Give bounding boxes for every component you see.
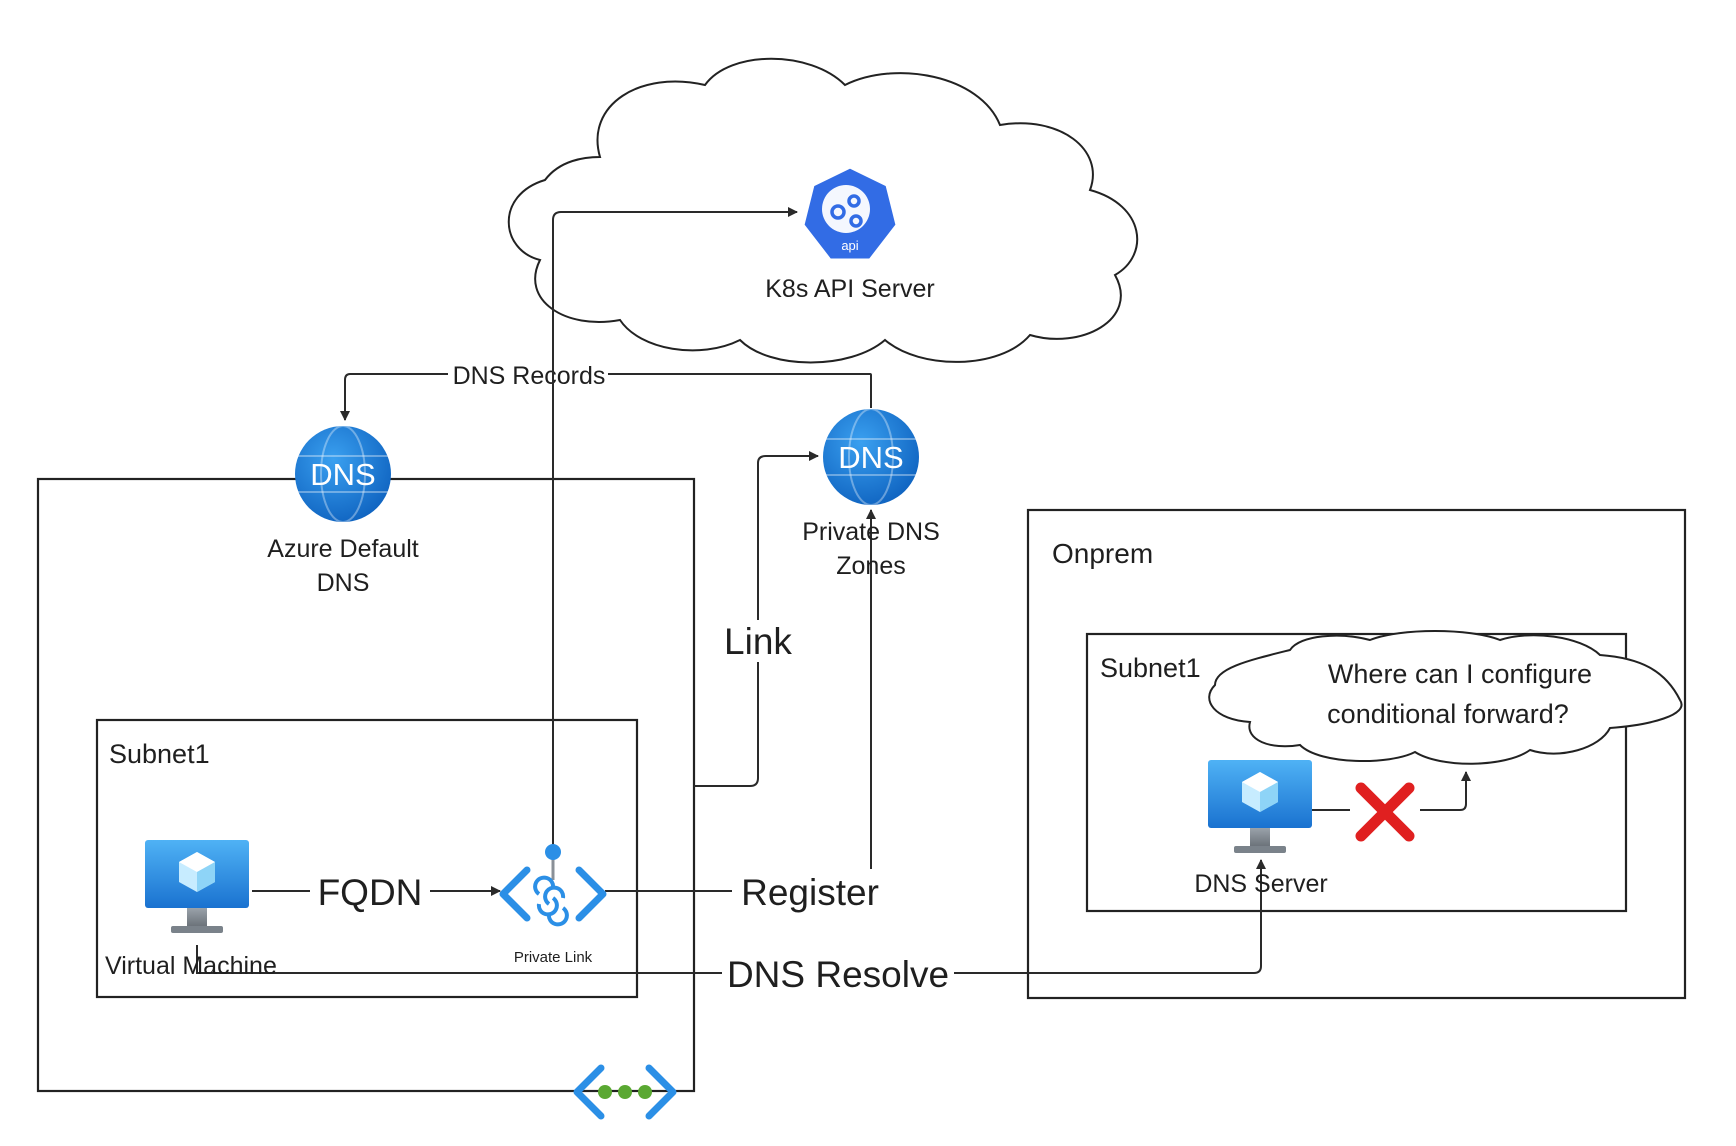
virtual-machine-icon	[145, 840, 249, 933]
api-badge: api	[841, 238, 858, 253]
vnet-subnet-box	[95, 718, 639, 999]
dns-server-label: DNS Server	[1194, 870, 1327, 898]
blocked-x-icon	[1355, 782, 1415, 842]
onprem-box	[1026, 508, 1687, 1000]
vm-label: Virtual Machine	[105, 952, 277, 980]
private-dns-label-line1: Private DNS	[802, 518, 940, 546]
onprem-subnet-label: Subnet1	[1100, 653, 1201, 683]
vnet-icon	[573, 1064, 677, 1120]
edge-private-link-to-api	[552, 207, 798, 848]
edge-link-label: Link	[724, 621, 792, 662]
edge-red-x-to-question	[1420, 771, 1471, 811]
edge-dns-resolve	[196, 859, 1266, 974]
question-line1: Where can I configure	[1328, 659, 1592, 689]
private-dns-icon: DNS	[823, 408, 919, 506]
question-cloud	[1208, 630, 1683, 765]
question-line2: conditional forward?	[1327, 699, 1569, 729]
private-link-icon	[499, 844, 607, 927]
private-dns-icon-text: DNS	[838, 440, 903, 475]
edge-register	[605, 509, 876, 892]
onprem-subnet-box	[1085, 632, 1628, 913]
edge-dns-records	[340, 373, 872, 421]
k8s-api-label: K8s API Server	[765, 275, 935, 303]
onprem-title: Onprem	[1052, 538, 1153, 569]
edge-fqdn-label: FQDN	[318, 872, 423, 913]
azure-dns-label-line2: DNS	[317, 569, 370, 597]
edge-register-label: Register	[741, 872, 879, 913]
private-dns-label-line2: Zones	[836, 552, 905, 580]
edge-dns-records-label: DNS Records	[453, 362, 606, 390]
private-link-label: Private Link	[514, 949, 593, 966]
azure-dns-icon: DNS	[295, 425, 391, 523]
azure-dns-icon-text: DNS	[310, 457, 375, 492]
k8s-api-icon: api	[801, 165, 899, 262]
vnet-subnet-label: Subnet1	[109, 739, 210, 769]
dns-server-icon	[1208, 760, 1312, 853]
azure-dns-label-line1: Azure Default	[267, 535, 419, 563]
edge-dns-resolve-label: DNS Resolve	[727, 954, 949, 995]
